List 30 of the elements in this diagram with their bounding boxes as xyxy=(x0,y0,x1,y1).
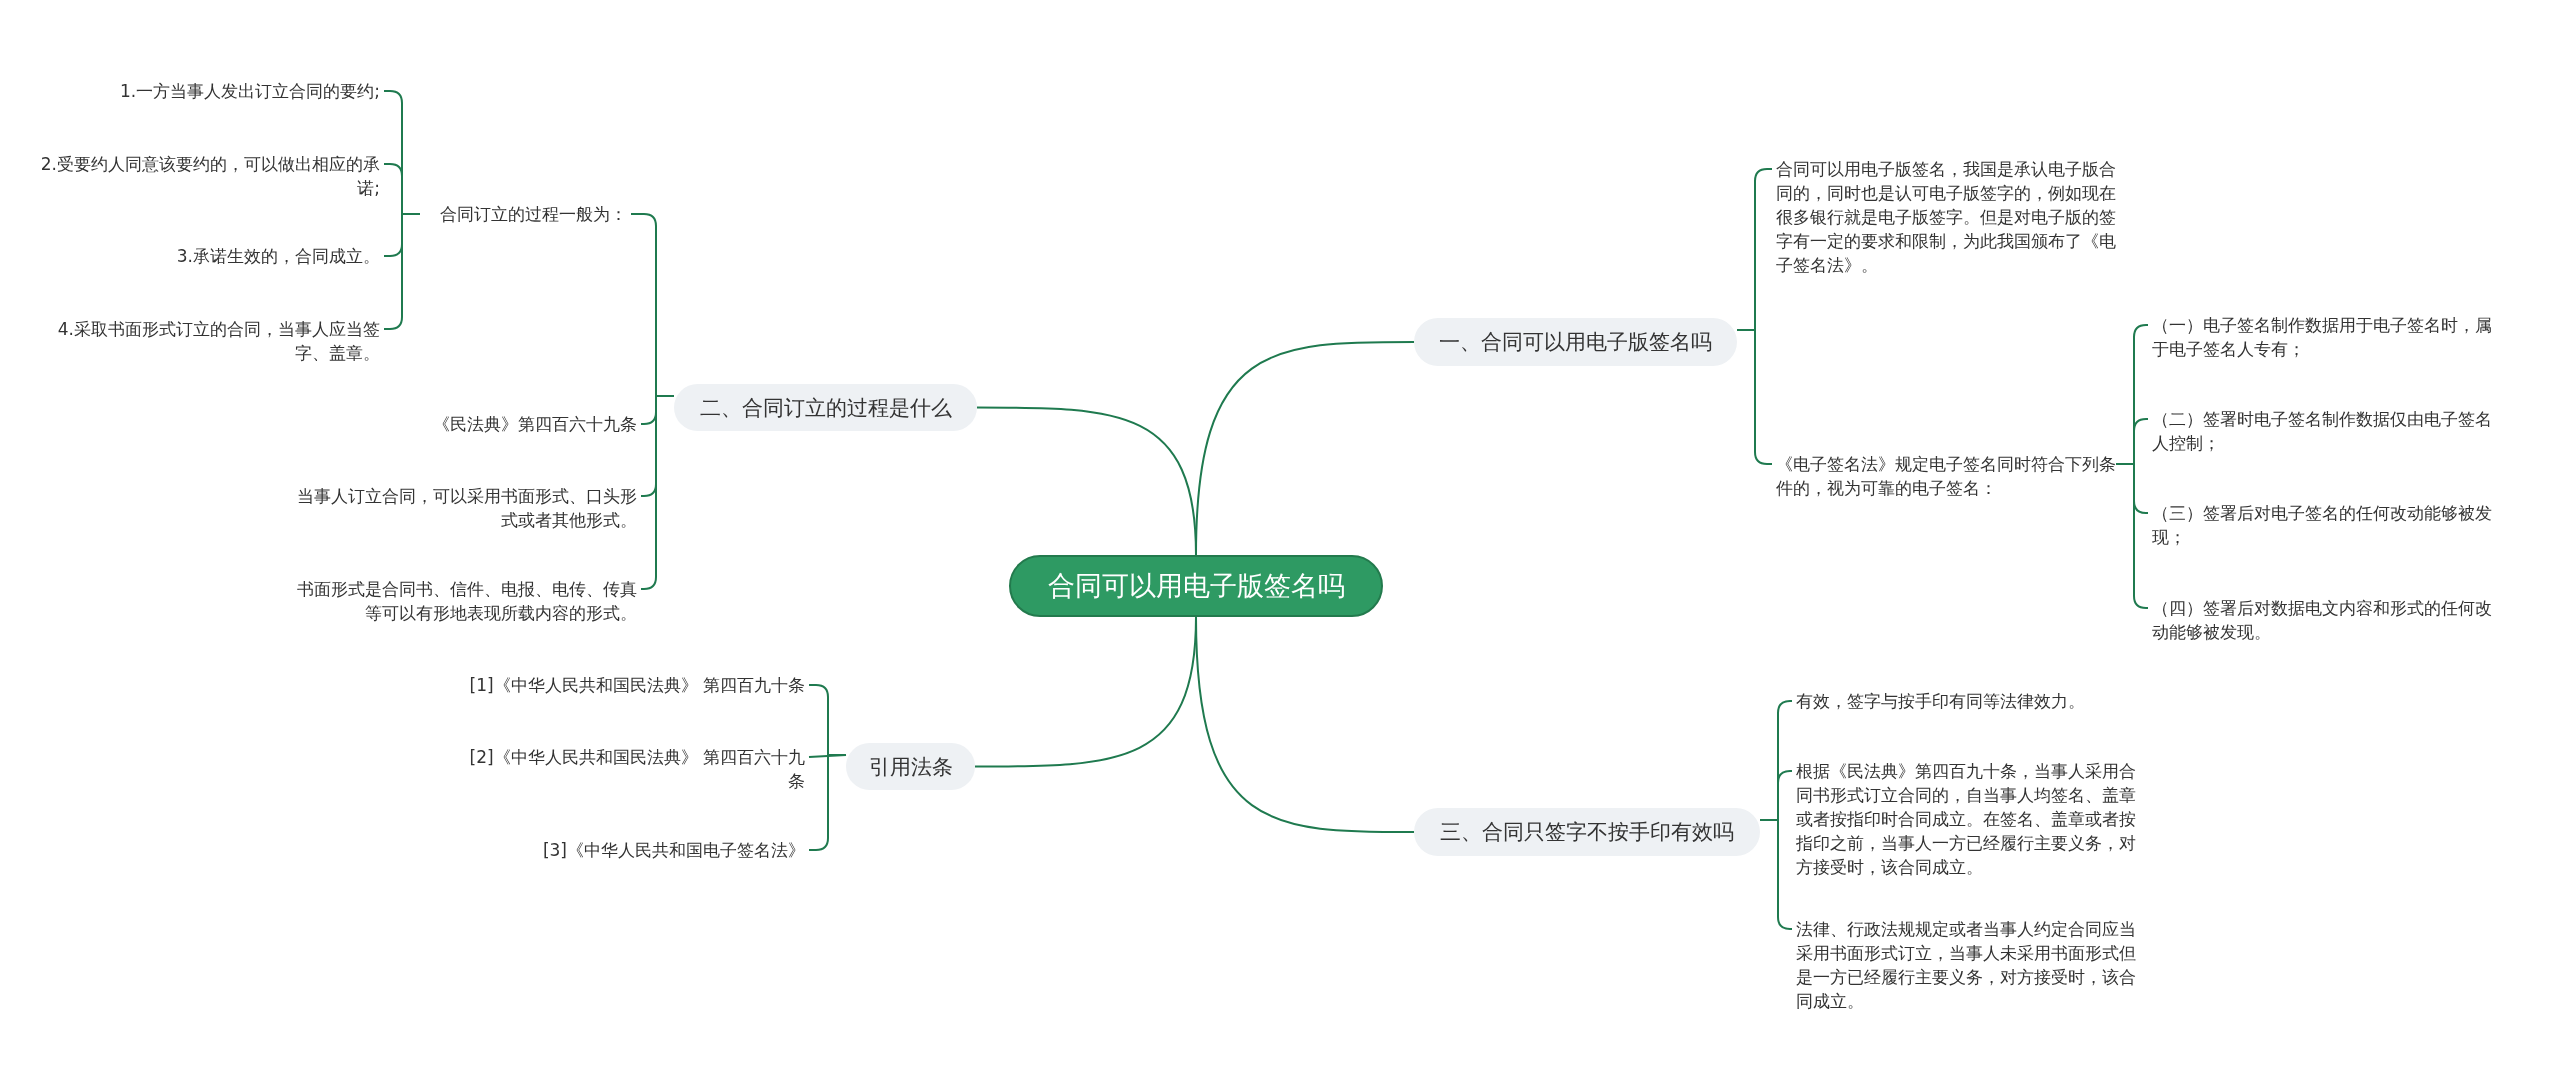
note-text: 法律、行政法规规定或者当事人约定合同应当采用书面形式订立，当事人未采用书面形式但是一方已经履行主要义务，对方接受时，该合同成立。 xyxy=(1796,917,2136,1013)
note-text: （三）签署后对电子签名的任何改动能够被发现； xyxy=(2152,501,2492,549)
connector xyxy=(976,406,1197,556)
connector xyxy=(2115,463,2149,609)
note-text: [1]《中华人民共和国民法典》 第四百九十条 xyxy=(430,673,805,697)
note-text: 根据《民法典》第四百九十条，当事人采用合同书形式订立合同的，自当事人均签名、盖章或者按指印时合同成立。在签名、盖章或者按指印之前，当事人一方已经履行主要义务，对方接受时，该合同成立。 xyxy=(1796,759,2136,879)
connector xyxy=(640,395,675,590)
note-text: 3.承诺生效的，合同成立。 xyxy=(30,244,380,268)
branch-topic: 一、合同可以用电子版签名吗 xyxy=(1414,318,1737,366)
note-text: [2]《中华人民共和国民法典》 第四百六十九条 xyxy=(460,745,805,793)
branch-topic: 引用法条 xyxy=(846,743,975,790)
branch-topic: 三、合同只签字不按手印有效吗 xyxy=(1414,808,1760,856)
note-text: 书面形式是合同书、信件、电报、电传、传真等可以有形地表现所载内容的形式。 xyxy=(297,577,637,625)
connector xyxy=(1195,616,1415,833)
note-text: 有效，签字与按手印有同等法律效力。 xyxy=(1796,689,2136,713)
note-text: （四）签署后对数据电文内容和形式的任何改动能够被发现。 xyxy=(2152,596,2492,644)
note-text: 1.一方当事人发出订立合同的要约; xyxy=(30,79,380,103)
connector xyxy=(1759,819,1793,930)
note-text: （二）签署时电子签名制作数据仅由电子签名人控制； xyxy=(2152,407,2492,455)
note-text: 4.采取书面形式订立的合同，当事人应当签字、盖章。 xyxy=(30,317,380,365)
note-text: 2.受要约人同意该要约的，可以做出相应的承诺; xyxy=(30,152,380,200)
note-text: [3]《中华人民共和国电子签名法》 xyxy=(480,838,805,862)
note-text: 《民法典》第四百六十九条 xyxy=(400,412,637,436)
note-text: 合同订立的过程一般为： xyxy=(420,202,627,226)
note-text: （一）电子签名制作数据用于电子签名时，属于电子签名人专有； xyxy=(2152,313,2492,361)
branch-topic: 二、合同订立的过程是什么 xyxy=(674,384,977,431)
note-text: 当事人订立合同，可以采用书面形式、口头形式或者其他形式。 xyxy=(297,484,637,532)
note-text: 合同可以用电子版签名，我国是承认电子版合同的，同时也是认可电子版签字的，例如现在很多银行就是电子版签字。但是对电子版的签字有一定的要求和限制，为此我国颁布了《电子签名法》。 xyxy=(1776,157,2116,277)
note-text: 《电子签名法》规定电子签名同时符合下列条件的，视为可靠的电子签名： xyxy=(1776,452,2116,500)
central-topic: 合同可以用电子版签名吗 xyxy=(1009,555,1383,617)
